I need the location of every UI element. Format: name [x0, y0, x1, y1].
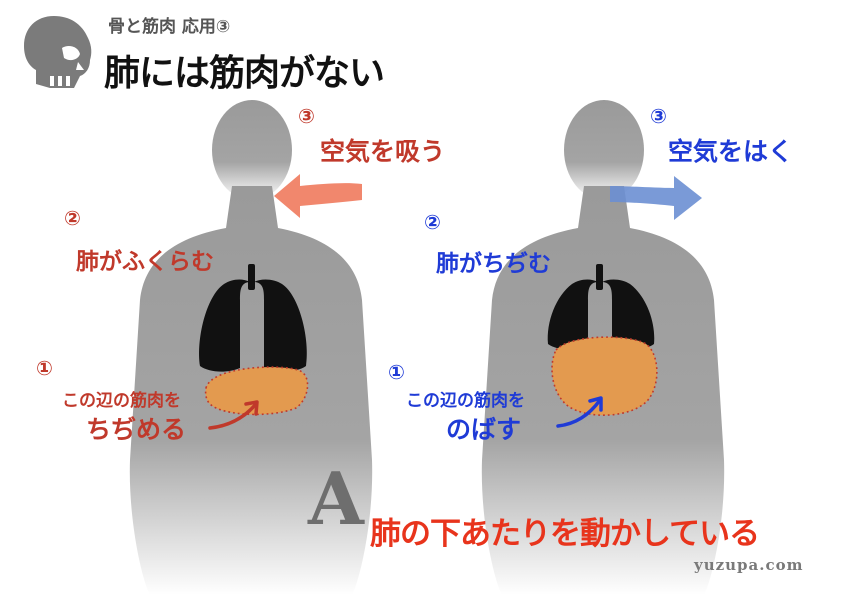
page-title: 肺には筋肉がない	[104, 53, 385, 94]
right-diaphragm	[551, 336, 658, 416]
answer-letter: A	[308, 456, 364, 541]
left-pointer-arrow	[208, 400, 259, 430]
left-lungs	[199, 264, 307, 372]
site-credit: yuzupa.com	[694, 556, 804, 574]
page-subtitle: 骨と筋肉 応用③	[108, 17, 231, 37]
right-step3-number: ③	[650, 104, 667, 128]
right-step1-line2: のばす	[446, 415, 522, 444]
arrow-right-icon	[610, 176, 702, 220]
right-lungs	[547, 264, 655, 350]
right-pointer-arrow	[556, 396, 603, 428]
right-step3-text: 空気をはく	[668, 137, 794, 166]
arrow-left-icon	[274, 174, 362, 218]
left-step3-number: ③	[298, 104, 315, 128]
left-step1-line2: ちぢめる	[86, 415, 187, 444]
left-step2-text: 肺がふくらむ	[76, 249, 214, 275]
left-step1-line1: この辺の筋肉を	[62, 391, 181, 411]
left-step1-number: ①	[36, 356, 53, 380]
right-step1-number: ①	[388, 360, 405, 384]
right-step2-number: ②	[424, 210, 441, 234]
right-step1-line1: この辺の筋肉を	[406, 391, 525, 411]
left-step2-number: ②	[64, 206, 81, 230]
answer-text: 肺の下あたりを動かしている	[370, 516, 760, 552]
left-diaphragm	[204, 366, 309, 416]
left-step3-text: 空気を吸う	[320, 137, 446, 166]
skull-icon	[24, 16, 92, 88]
right-step2-text: 肺がちぢむ	[436, 251, 551, 277]
